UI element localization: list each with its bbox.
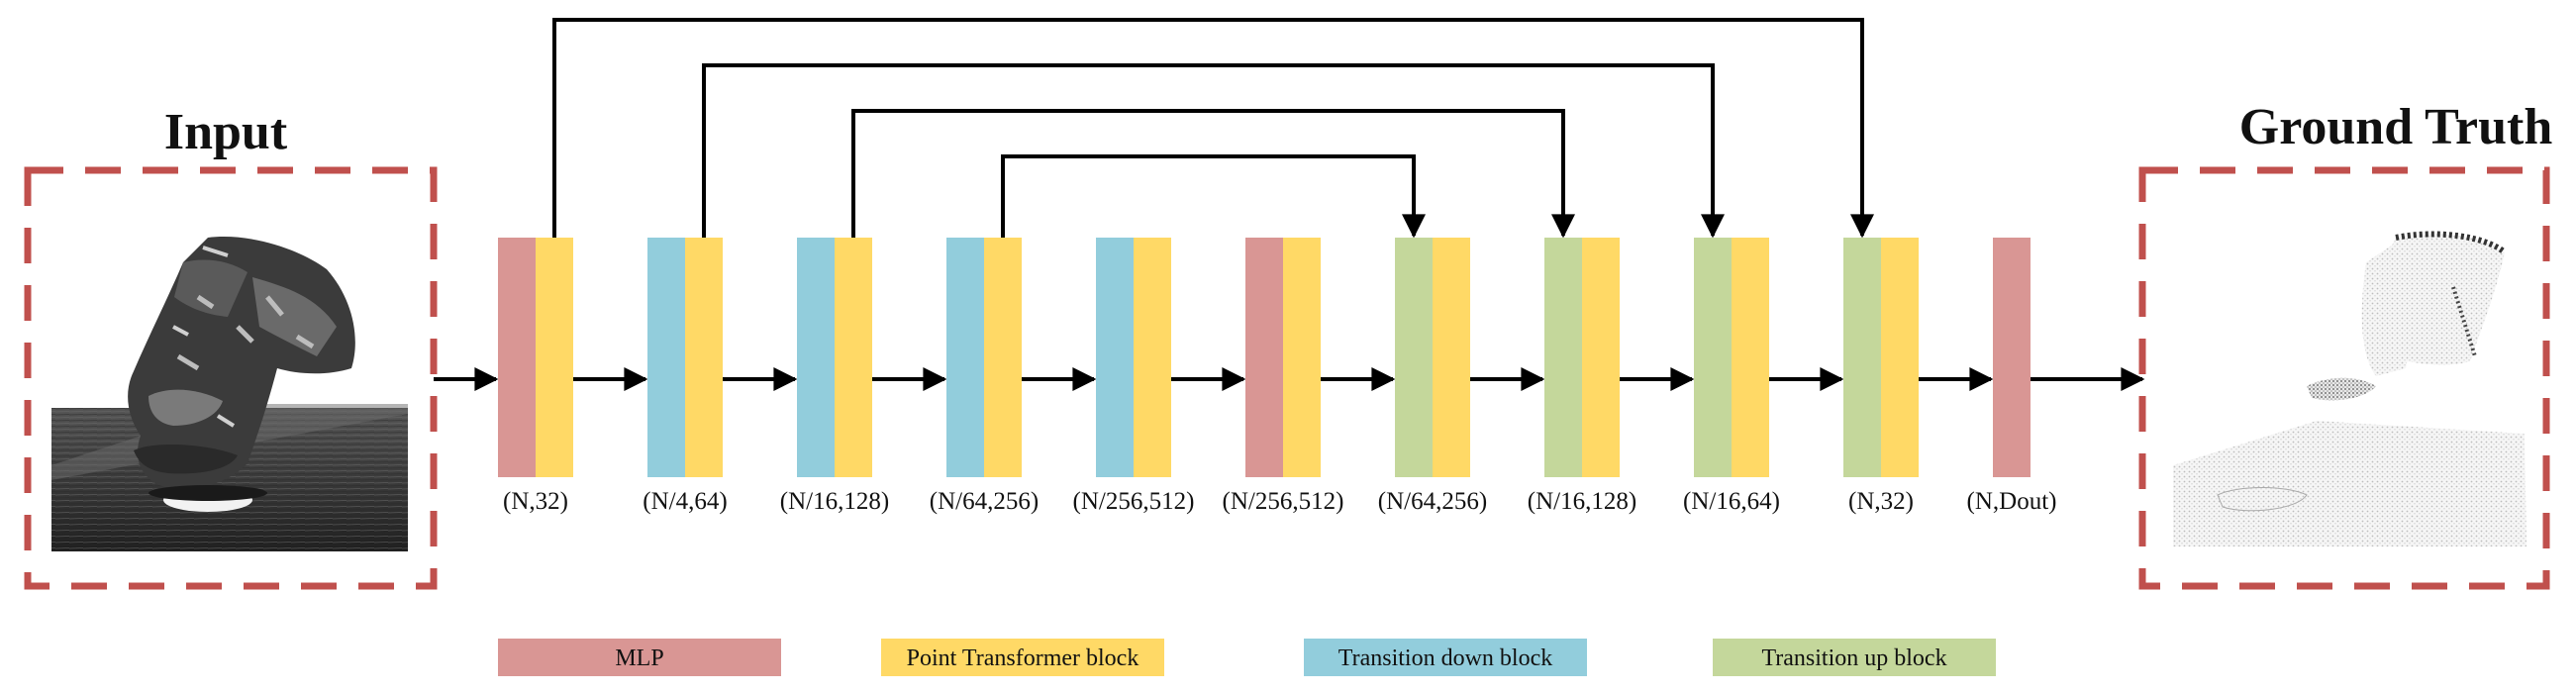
block-4 [946,238,1022,477]
legend-label: Point Transformer block [907,645,1139,671]
legend-swatch [881,639,1164,676]
point-transformer-stripe [1582,238,1620,477]
transition-down-stripe [647,238,685,477]
transition-up-stripe [1694,238,1732,477]
skip-connection [702,63,1725,239]
block-10 [1843,238,1919,477]
legend-item-transition-down: Transition down block [1304,639,1587,676]
legend-swatch [1713,639,1996,676]
point-transformer-stripe [536,238,573,477]
skip-connections [552,18,1874,239]
transition-up-stripe [1395,238,1433,477]
legend-swatch [498,639,781,676]
point-transformer-stripe [685,238,723,477]
transition-up-stripe [1544,238,1582,477]
legend-label: Transition up block [1761,645,1946,671]
legend-item-transition-up: Transition up block [1713,639,1996,676]
point-transformer-stripe [1732,238,1769,477]
dim-label: (N/16,128) [780,488,889,515]
block-11 [1993,238,2031,477]
point-transformer-stripe [1134,238,1171,477]
block-1 [498,238,573,477]
legend-swatch [1304,639,1587,676]
dim-label: (N/256,512) [1223,488,1344,515]
block-7 [1395,238,1470,477]
point-transformer-stripe [835,238,872,477]
transition-up-stripe [1843,238,1881,477]
point-transformer-stripe [984,238,1022,477]
block-6 [1245,238,1321,477]
point-transformer-stripe [1283,238,1321,477]
legend-label: Transition down block [1338,645,1552,671]
block-5 [1096,238,1171,477]
skip-connection [1001,154,1426,239]
input-title: Input [164,104,288,160]
dim-label: (N,32) [503,488,568,515]
block-2 [647,238,723,477]
transition-down-stripe [946,238,984,477]
block-3 [797,238,872,477]
dim-label: (N/16,64) [1683,488,1780,515]
mlp-stripe [498,238,536,477]
block-9 [1694,238,1769,477]
mlp-stripe [1245,238,1283,477]
input-frame [24,166,438,590]
mlp-stripe [1993,238,2031,477]
ground-truth-title: Ground Truth [2239,99,2553,155]
ground-truth-pointcloud [2173,231,2526,546]
skip-connection [851,109,1575,239]
dim-label: (N/4,64) [643,488,727,515]
ground-truth-frame [2138,166,2550,590]
point-transformer-stripe [1433,238,1470,477]
network-blocks [498,238,2031,477]
dim-label: (N/256,512) [1073,488,1195,515]
dim-label: (N/64,256) [930,488,1039,515]
dim-label: (N/64,256) [1378,488,1487,515]
dim-label: (N,Dout) [1967,488,2057,515]
skip-connection [552,18,1874,239]
legend: MLP Point Transformer block Transition dow… [498,639,1996,676]
dim-label: (N/16,128) [1528,488,1636,515]
legend-item-point-transformer: Point Transformer block [881,639,1164,676]
legend-item-mlp: MLP [498,639,781,676]
transition-down-stripe [797,238,835,477]
block-8 [1544,238,1620,477]
input-image [51,237,408,551]
dimension-labels: (N,32) (N/4,64) (N/16,128) (N/64,256) (N/256… [503,488,2056,515]
transition-down-stripe [1096,238,1134,477]
dim-label: (N,32) [1848,488,1914,515]
legend-label: MLP [615,645,663,671]
point-transformer-stripe [1881,238,1919,477]
